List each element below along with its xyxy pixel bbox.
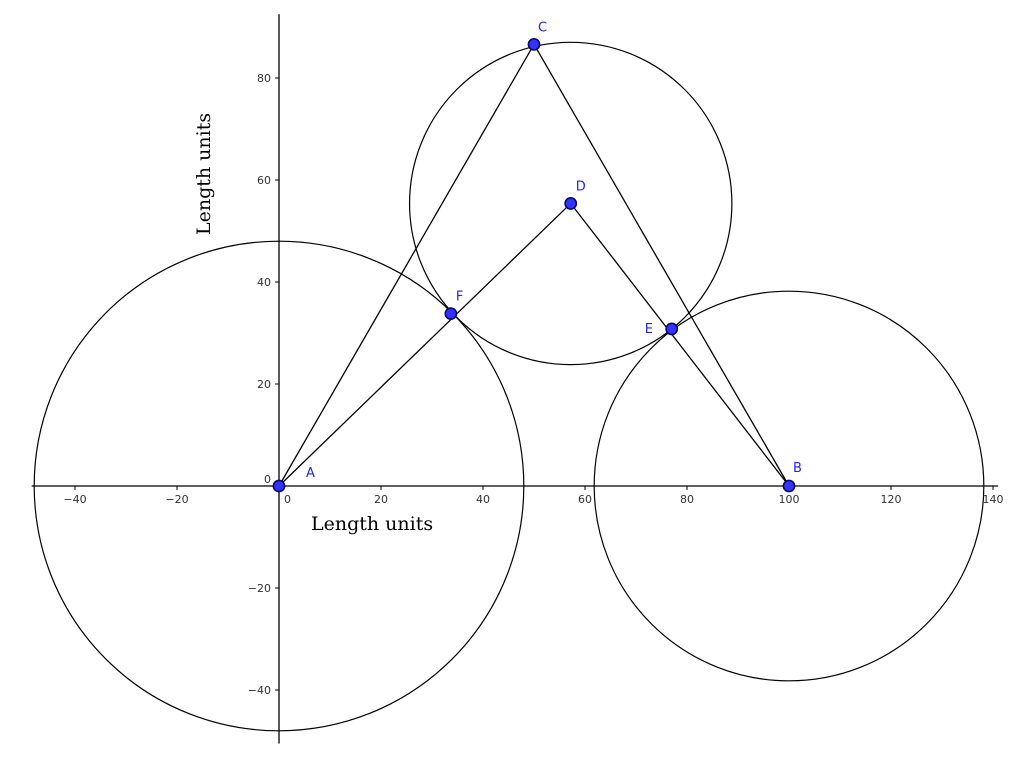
points-layer: A B C D E F [272,20,802,493]
point-label-d: D [576,179,586,194]
x-axis-label: Length units [311,513,433,535]
x-tick-label: 120 [881,493,902,506]
segment-ac [278,44,535,487]
x-tick-label: 20 [374,493,388,506]
y-tick-label: −40 [248,684,271,697]
point-label-b: B [793,461,802,476]
y-tick-label: 20 [257,378,271,391]
y-tick-label: 80 [257,72,271,85]
point-label-f: F [456,290,463,305]
x-tick-label: 60 [578,493,592,506]
axes-layer: −40 −20 20 40 60 80 100 120 140 0 −40 −20 0 20 40 60 80 [31,14,1004,744]
x-tick-label: −40 [63,493,86,506]
point-label-c: C [538,20,547,35]
segments-layer [278,44,790,487]
y-axis-label: Length units [193,113,215,235]
y-tick-label: 60 [257,174,271,187]
x-tick-label: 40 [476,493,490,506]
point-e[interactable] [665,322,679,336]
point-c[interactable] [527,37,541,51]
x-tick-label: 140 [983,493,1004,506]
x-tick-label: 0 [284,493,291,506]
y-tick-label: 40 [257,276,271,289]
y-tick-label: 0 [264,473,271,486]
point-d[interactable] [564,197,578,210]
point-a[interactable] [272,479,286,493]
segment-ad [278,202,572,487]
circle-top [408,41,733,366]
point-label-e: E [645,322,653,337]
segment-db [570,203,790,487]
x-tick-label: 80 [680,493,694,506]
x-tick-label: 100 [779,493,800,506]
point-label-a: A [306,466,315,481]
segment-cb [533,44,790,487]
point-b[interactable] [782,479,796,493]
x-tick-label: −20 [165,493,188,506]
point-f[interactable] [444,307,458,321]
y-tick-label: −20 [248,582,271,595]
circles-layer [33,41,985,732]
